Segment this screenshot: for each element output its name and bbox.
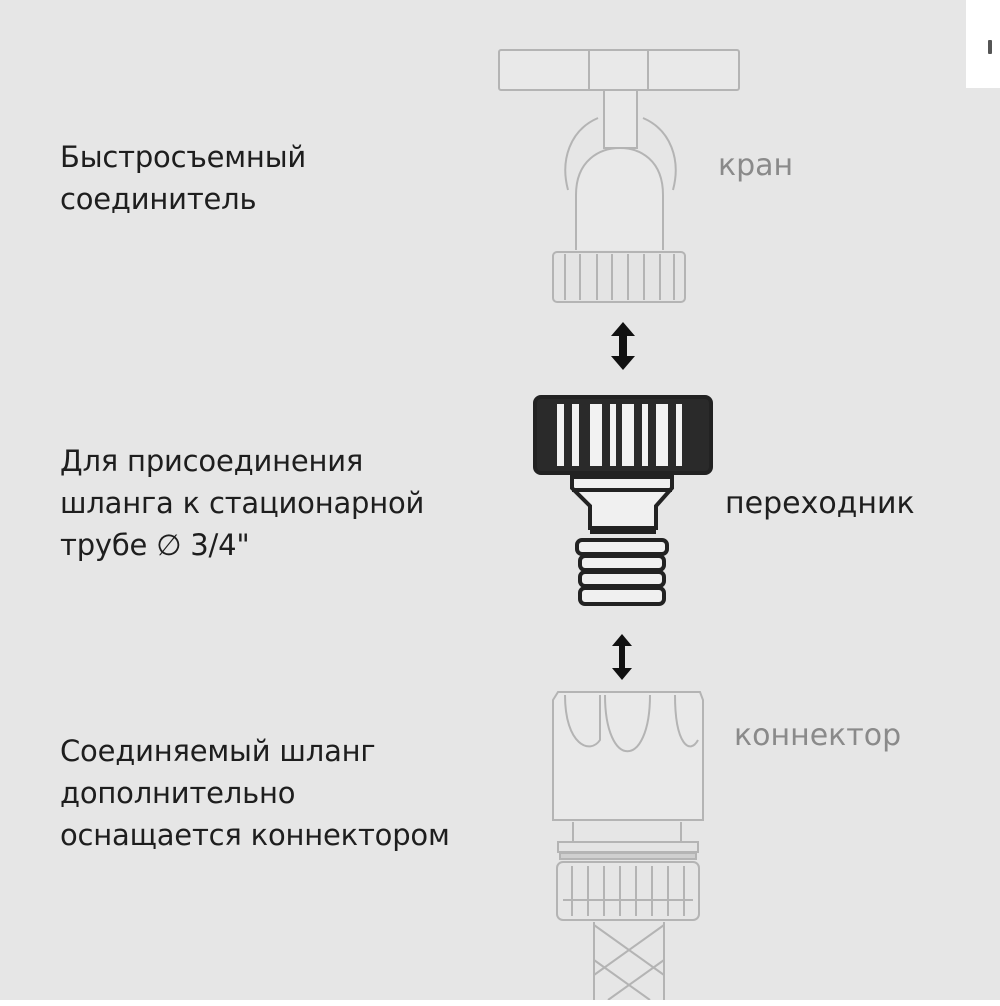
double-arrow-vertical-icon	[611, 322, 635, 370]
faucet-icon	[498, 49, 740, 303]
corner-widget[interactable]	[966, 0, 1000, 88]
label-adapter: переходник	[725, 486, 915, 521]
connector-icon	[552, 691, 704, 1001]
description-adapter-purpose: Для присоединения шланга к стационарной …	[60, 444, 425, 562]
description-quick-connector: Быстросъемный соединитель	[60, 140, 307, 216]
double-arrow-vertical-icon	[612, 634, 632, 680]
label-faucet: кран	[718, 148, 794, 183]
adapter-icon	[533, 395, 713, 606]
handle-icon	[988, 40, 992, 54]
label-connector: коннектор	[734, 718, 902, 753]
bottom-border	[0, 1000, 1000, 1006]
description-hose-connector: Соединяемый шланг дополнительно оснащает…	[60, 734, 450, 852]
